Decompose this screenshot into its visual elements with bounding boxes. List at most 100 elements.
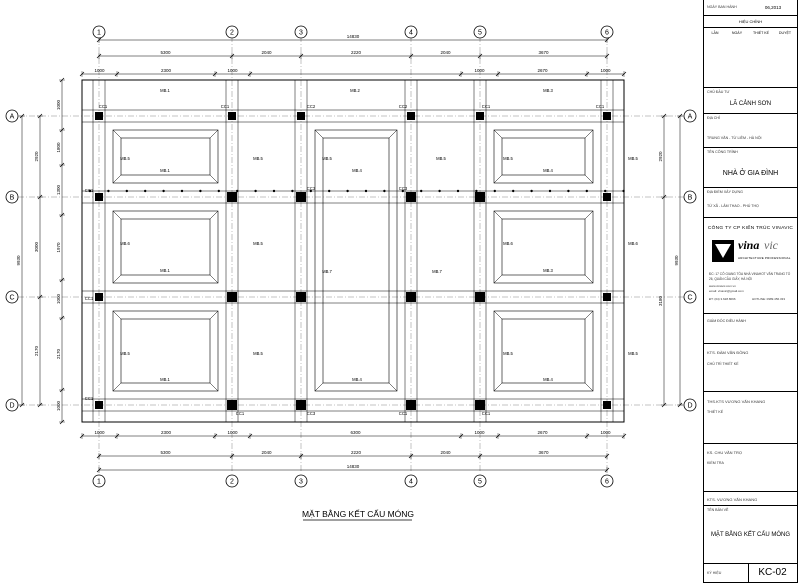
rebar-dot-13 xyxy=(328,189,331,193)
dim-top-mid-value-2: 2040 xyxy=(261,50,272,55)
footing-slab-inner-2 xyxy=(120,218,211,276)
drawing-name-label: TÊN BẢN VẼ xyxy=(707,508,729,512)
designer1-row: KTS. ĐÀM VĂN ĐỒNG CHỦ TRÌ THIẾT KẾ xyxy=(704,344,797,392)
axis-label-col-2-top: 2 xyxy=(230,30,234,37)
axis-bubble-col-4-bottom xyxy=(404,474,418,488)
drawing-name-value: MẶT BẰNG KẾT CẤU MÓNG xyxy=(710,532,791,538)
slab-corner-3-4 xyxy=(209,382,219,392)
dim-top-inner-value-1: 1000 xyxy=(94,68,105,73)
dim-bottom-inner-value-2: 2300 xyxy=(161,430,172,435)
slab-corner-2-4 xyxy=(209,274,219,284)
rebar-dot-4 xyxy=(162,189,165,193)
revision-title: HIỆU CHỈNH xyxy=(738,19,763,24)
dim-left-mid-value-2: 3000 xyxy=(34,241,39,252)
address-label: ĐỊA CHỈ xyxy=(707,116,720,120)
company-name: CÔNG TY CP KIẾN TRÚC VINAVIC xyxy=(707,226,794,231)
column-5-2 xyxy=(475,192,485,202)
column-6-4 xyxy=(603,401,611,409)
column-2-3 xyxy=(227,292,237,302)
column-4-4 xyxy=(406,400,416,410)
axis-label-col-6-top: 6 xyxy=(605,30,609,37)
rebar-dot-26 xyxy=(567,189,570,193)
axis-bubble-row-D-right xyxy=(683,398,697,412)
rebar-dot-29 xyxy=(622,189,625,193)
slab-corner-5-4 xyxy=(584,174,594,184)
beam-label-13: MB.5 xyxy=(253,156,263,161)
dim-top-mid-value-3: 2220 xyxy=(351,50,362,55)
beam-label-38: CC1 xyxy=(85,396,94,401)
axis-bubble-row-B-left xyxy=(5,190,19,204)
slab-corner-7-2 xyxy=(584,310,594,320)
axis-bubble-col-5-bottom xyxy=(473,474,487,488)
beam-label-24: MB.5 xyxy=(503,351,513,356)
beam-label-23: MB.5 xyxy=(253,351,263,356)
grid-lines xyxy=(18,36,684,472)
dim-left-inner-value-3: 1300 xyxy=(56,184,61,195)
dim-top-inner-value-6: 2670 xyxy=(537,68,548,73)
slab-corner-6-1 xyxy=(493,210,503,220)
designer2-role: THIẾT KẾ xyxy=(707,410,724,414)
dim-top-mid-value-1: 5300 xyxy=(160,50,171,55)
axis-label-col-5-bottom: 5 xyxy=(478,479,482,486)
dim-bottom-inner-value-5: 1000 xyxy=(474,430,485,435)
sheet-row: KÝ HIỆU KC-02 xyxy=(704,564,797,583)
axis-label-row-B-left: B xyxy=(10,195,15,202)
beam-label-31: CC2 xyxy=(399,104,408,109)
date-label: NGÀY BAN HÀNH xyxy=(707,5,737,9)
column-4-3 xyxy=(406,292,416,302)
beam-label-18: MB.6 xyxy=(120,241,130,246)
rebar-dot-25 xyxy=(548,189,552,193)
beam-label-28: CC1 xyxy=(99,104,108,109)
date-value: 06,2013 xyxy=(764,5,782,10)
beam-label-14: MB.5 xyxy=(322,156,332,161)
rebar-dot-19 xyxy=(438,189,441,193)
slab-corner-7-3 xyxy=(493,382,503,392)
revision-title-row: HIỆU CHỈNH xyxy=(704,16,797,28)
site-row: ĐỊA ĐIỂM XÂY DỰNG TỨ XÃ - LÂM THAO - PHÚ… xyxy=(704,188,797,218)
rebar-dot-10 xyxy=(272,189,276,193)
drawing-name-row: TÊN BẢN VẼ MẶT BẰNG KẾT CẤU MÓNG xyxy=(704,506,797,564)
column-1-2 xyxy=(95,193,103,201)
column-3-4 xyxy=(296,400,306,410)
logo-mark-icon xyxy=(712,240,734,262)
rebar-dot-14 xyxy=(346,189,349,193)
date-row: NGÀY BAN HÀNH 06,2013 xyxy=(704,0,797,16)
project-value: NHÀ Ở GIA ĐÌNH xyxy=(722,170,779,177)
footing-slab-outer-2 xyxy=(112,210,219,284)
beam-label-22: MB.5 xyxy=(120,351,130,356)
slab-corner-4-3 xyxy=(314,382,324,392)
slab-corner-4-1 xyxy=(314,129,324,139)
column-3-2 xyxy=(296,192,306,202)
rebar-dot-21 xyxy=(475,189,478,193)
rebar-dot-28 xyxy=(604,189,607,193)
column-5-4 xyxy=(475,400,485,410)
owner-value: LÃ CẢNH SƠN xyxy=(729,101,772,107)
axis-label-row-B-right: B xyxy=(688,195,693,202)
footing-slab-outer-1 xyxy=(112,129,219,184)
beam-label-21: MB.6 xyxy=(628,241,638,246)
dim-bottom-inner-value-4: 6300 xyxy=(350,430,361,435)
slab-corner-4-2 xyxy=(388,129,398,139)
beam-label-20: MB.6 xyxy=(503,241,513,246)
dim-left-inner-value-4: 1970 xyxy=(56,242,61,253)
axis-label-col-1-top: 1 xyxy=(97,30,101,37)
dim-left-inner-value-1: 1000 xyxy=(56,99,61,110)
site-label: ĐỊA ĐIỂM XÂY DỰNG xyxy=(707,190,743,194)
slab-corner-4-4 xyxy=(388,382,398,392)
dim-left-mid-value-3: 2170 xyxy=(34,345,39,356)
column-6-2 xyxy=(603,193,611,201)
axis-bubble-col-6-top xyxy=(600,25,614,39)
drafter-row: KTS. VƯƠNG VĂN KHANG xyxy=(704,492,797,506)
slab-corner-6-2 xyxy=(584,210,594,220)
company-logo: vina vic ARCHITECTURE PROFESSIONAL xyxy=(710,238,794,266)
footing-slab-outer-6 xyxy=(493,210,594,284)
column-2-2 xyxy=(227,192,237,202)
rebar-dot-24 xyxy=(530,189,533,193)
axis-bubble-row-C-left xyxy=(5,290,19,304)
dim-top-inner-value-7: 1000 xyxy=(600,68,611,73)
rebar-dot-5 xyxy=(180,189,184,193)
footing-slab-inner-7 xyxy=(501,318,586,384)
dim-bottom-mid-value-1: 5300 xyxy=(160,450,171,455)
footing-slab-outer-4 xyxy=(314,129,398,392)
